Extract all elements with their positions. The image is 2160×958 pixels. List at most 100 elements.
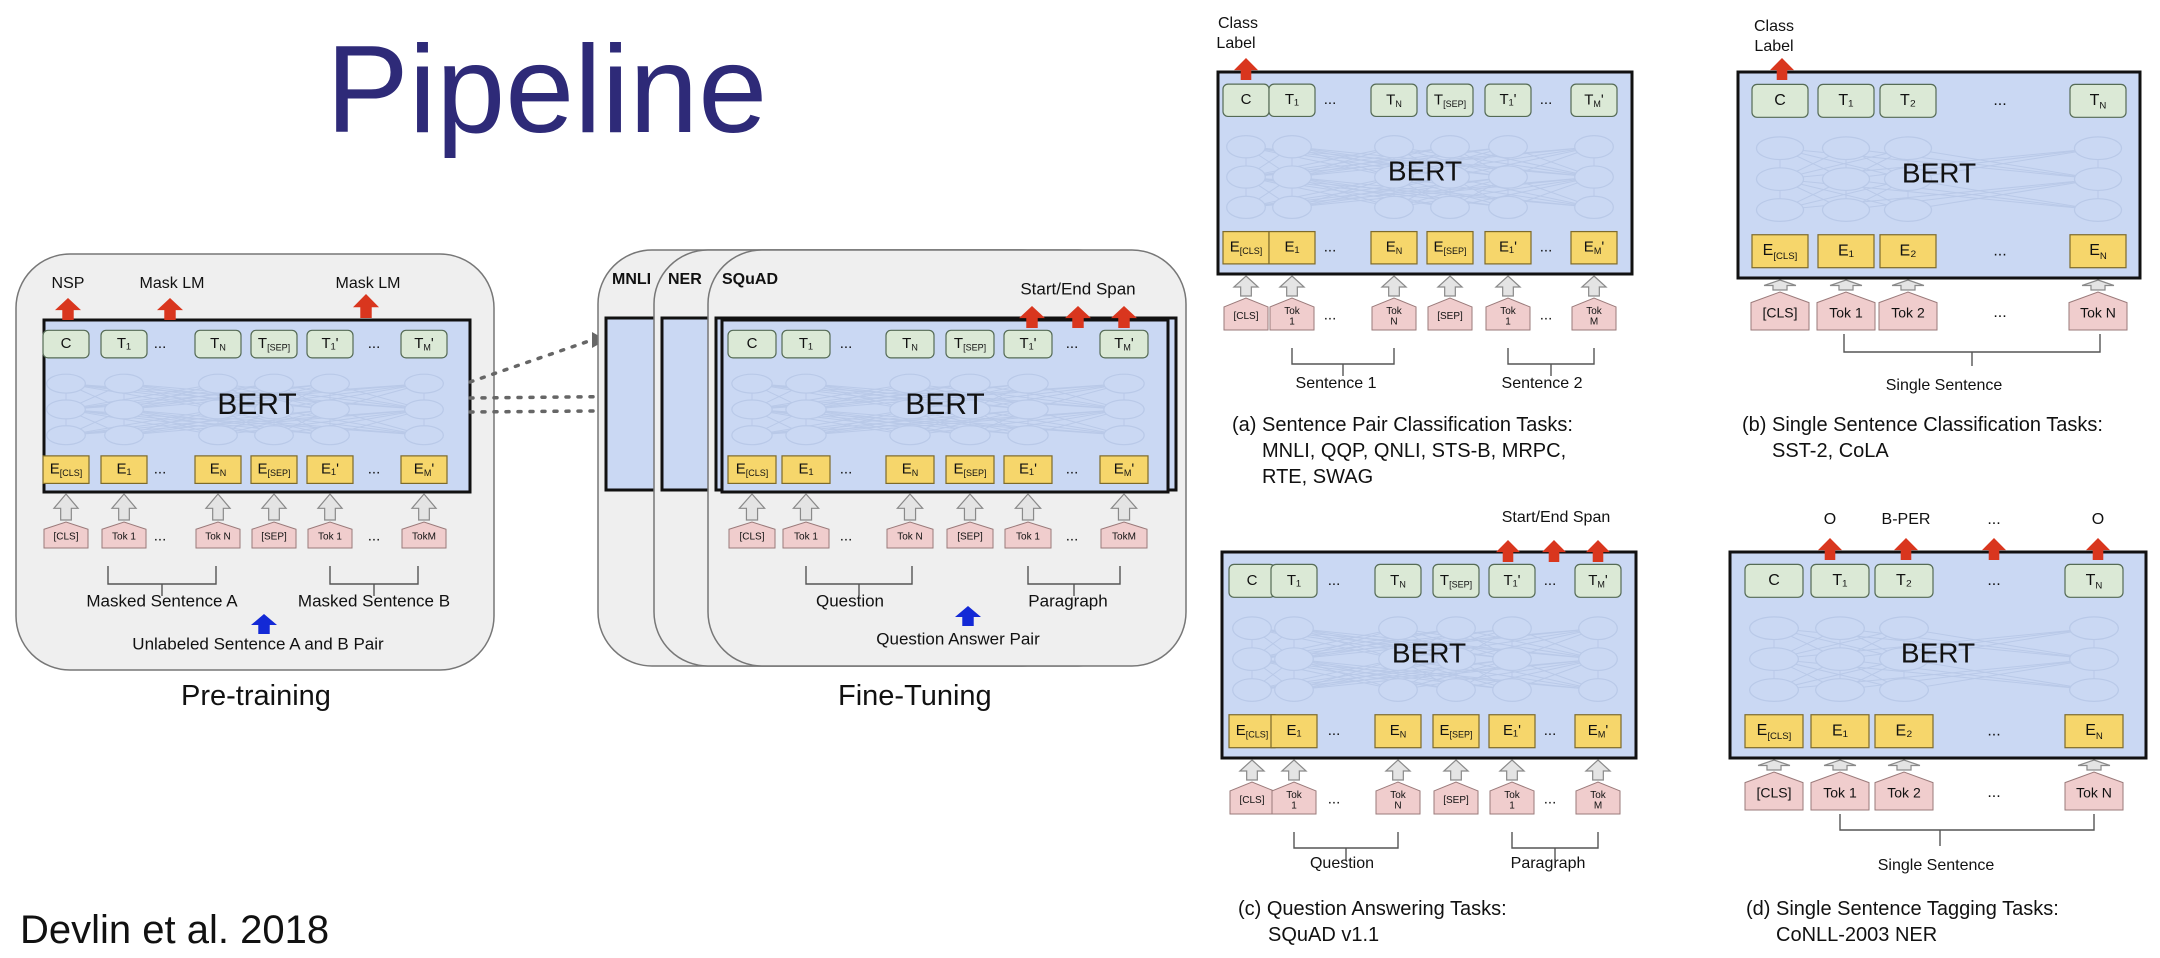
d-network-node [1879,647,1929,672]
b-network-edge [1907,147,2099,180]
pre-input-token-text: [SEP] [261,532,287,543]
pre-network-edge [273,383,425,410]
a-network-edge [1393,146,1595,178]
a-output-label-1: Class [1218,15,1258,32]
pre-network-edge [65,383,331,410]
ft-network-node [889,373,931,394]
c-network-edge [1397,627,1513,660]
d-t-box [1744,563,1804,598]
c-e-ellipsis: ... [1544,722,1557,739]
a-e-label: E₁ [1284,239,1299,256]
pre-input-token-shape [401,521,447,549]
c-tok-ellipsis: ... [1328,791,1341,808]
pre-network-edge [329,383,425,410]
pre-network-edge [65,408,275,436]
c-network-edge [1511,658,1599,691]
pre-network-edge [217,383,425,410]
a-network-edge [1507,146,1595,178]
pre-input-token-shape [251,521,297,549]
pre-t-label: TN [210,335,226,353]
ft-t-ellipsis: ... [840,335,853,352]
c-network-edge [1397,627,1599,660]
c-t-label: T₁' [1503,572,1520,589]
ft-network-edge [751,408,971,436]
a-network-edge [1393,146,1451,178]
c-network-node [1578,678,1618,702]
b-e-box [1817,234,1875,269]
ft-network-edge [969,383,1125,410]
c-span-arrow-3 [1586,540,1610,562]
c-network-edge [1511,658,1599,691]
pre-network-edge [273,383,331,410]
ft-network-edge [805,383,971,410]
ft-network-edge [909,383,971,410]
ft-network-edge [751,408,1125,436]
c-network-edge [1251,658,1513,691]
ft-network-edge [909,408,1029,436]
ft-input-token-shape [1100,521,1148,549]
ft-network-edge [751,383,911,410]
ft-network-edge [805,383,911,410]
ft-network-edge [751,383,807,410]
pre-network-edge [65,383,331,410]
finetuning-label: Fine-Tuning [838,680,992,712]
ft-network-edge [909,383,1029,410]
a-t-box [1370,83,1418,118]
d-input-token-shape [1744,771,1804,811]
b-t-label: C [1774,92,1786,109]
a-input-arrow [1580,275,1608,297]
c-network-edge [1251,658,1599,691]
d-e-ellipsis: ... [1987,722,2000,739]
c-input-token-text: N [1394,800,1401,811]
ft-input-token: TokM [1100,521,1148,549]
a-network-edge [1393,176,1451,208]
caption-b-line2: SST-2, CoLA [1772,440,1889,462]
a-network-edge [1291,176,1451,208]
a-network-node [1488,135,1528,159]
d-network [1749,616,2119,702]
c-network-edge [1293,658,1399,691]
ft-network-edge [1027,383,1125,410]
a-seg2: Sentence 2 [1502,375,1583,392]
pre-network-edge [123,408,331,436]
ft-input-arrow [738,493,766,521]
c-input-token-text: Tok [1590,790,1607,801]
c-network-node [1578,647,1618,672]
b-t-box [1879,83,1937,118]
a-network-edge [1245,176,1395,208]
a-output-arrow [1234,58,1258,80]
a-input-token-text: [CLS] [1233,311,1258,322]
c-network-edge [1397,658,1513,691]
d-input-token: Tok 1 [1810,771,1870,811]
a-output-label-2: Label [1216,35,1255,52]
pre-network-node [310,373,350,394]
c-network-edge [1251,627,1599,660]
pre-network-node [46,399,86,420]
d-input-arrow [1823,759,1857,771]
ft-panel-ner-label: NER [668,271,702,288]
b-input-token: Tok 1 [1816,291,1876,331]
c-t-ellipsis: ... [1544,572,1557,589]
a-network [1226,135,1614,220]
a-bert-label: BERT [1388,155,1462,186]
d-input-token-text: [CLS] [1756,785,1791,801]
a-network-edge [1449,146,1595,178]
ft-network-node [949,425,991,446]
a-network-edge [1507,176,1595,208]
a-t-label: T[SEP] [1434,91,1466,109]
ft-network-node [785,425,827,446]
b-input-token: [CLS] [1750,291,1810,331]
ft-network-edge [751,383,1029,410]
ft-network-edge [805,408,1029,436]
d-network-node [2069,647,2119,672]
a-e-box [1426,230,1474,265]
c-network-edge [1251,627,1457,660]
a-network-node [1488,165,1528,189]
a-network-edge [1291,176,1395,208]
pre-network-edge [217,383,331,410]
caption-d-line2: CoNLL-2003 NER [1776,924,1938,946]
ft-network-node [889,425,931,446]
c-t-label: TM' [1588,572,1608,590]
caption-c-line1: (c) Question Answering Tasks: [1238,898,1507,920]
